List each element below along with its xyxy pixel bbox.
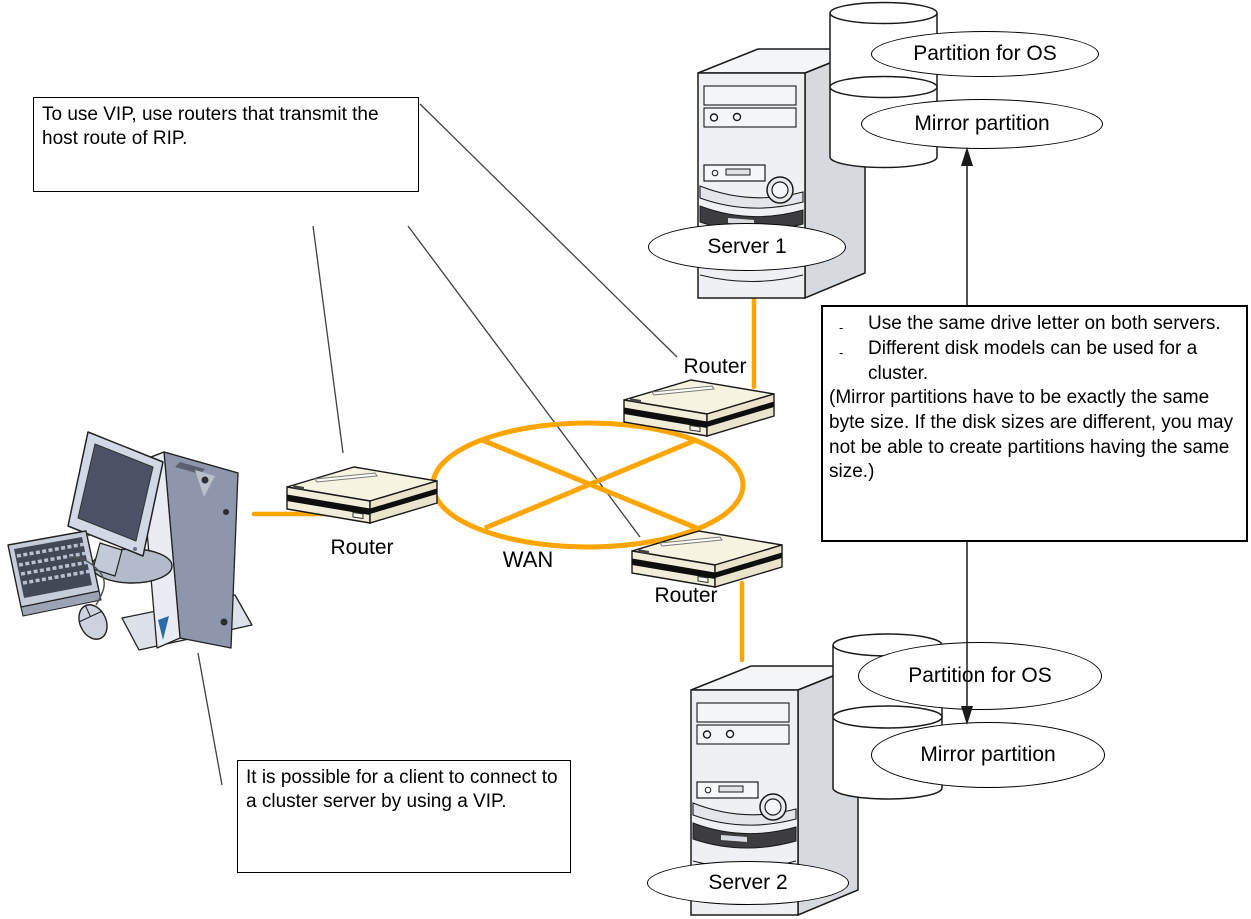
leader-lines xyxy=(197,103,678,786)
router-top-label: Router xyxy=(683,355,747,378)
wan-label: WAN xyxy=(502,547,554,572)
server2-ellipse: Server 2 xyxy=(647,861,849,905)
partition-os-bottom-label: Partition for OS xyxy=(908,664,1052,687)
client-vip-note-text: It is possible for a client to connect t… xyxy=(246,767,558,813)
leader-vip-to-left-router xyxy=(312,225,344,454)
mirror-note-bullet-2: - Different disk models can be used for … xyxy=(829,337,1240,386)
mirror-partition-top-label: Mirror partition xyxy=(914,112,1050,135)
client-keyboard xyxy=(7,530,102,617)
wan-cross-line-2 xyxy=(484,437,697,531)
router-bottom-label: Router xyxy=(654,584,718,607)
partition-os-top-ellipse: Partition for OS xyxy=(871,31,1099,77)
vip-router-note-text: To use VIP, use routers that transmit th… xyxy=(42,104,379,150)
mirror-partition-top-ellipse: Mirror partition xyxy=(861,99,1103,149)
mirror-note-paren-text: (Mirror partitions have to be exactly th… xyxy=(829,387,1234,483)
mirror-note-bullet-1-text: Use the same drive letter on both server… xyxy=(868,313,1221,334)
mirror-note-bullet-1: - Use the same drive letter on both serv… xyxy=(829,312,1240,337)
mirror-partition-bottom-label: Mirror partition xyxy=(920,743,1056,766)
partition-os-bottom-ellipse: Partition for OS xyxy=(858,642,1102,710)
client-vip-note-box: It is possible for a client to connect t… xyxy=(237,760,571,873)
leader-vip-to-top-router xyxy=(419,103,678,358)
bullet-dash-2: - xyxy=(839,344,844,360)
partition-os-top-label: Partition for OS xyxy=(913,42,1057,65)
disk2-divider xyxy=(832,705,943,729)
bullet-dash-1: - xyxy=(839,320,844,335)
leader-client-note xyxy=(197,652,223,786)
wan-network xyxy=(430,420,746,550)
mirror-note-bullet-2-text: Different disk models can be used for a … xyxy=(868,337,1198,384)
client-mouse xyxy=(69,556,108,640)
mirror-partition-bottom-ellipse: Mirror partition xyxy=(871,722,1105,788)
disk1-divider xyxy=(829,75,938,99)
disk1-top xyxy=(829,1,938,25)
server1-ellipse: Server 1 xyxy=(648,223,846,271)
server1-label: Server 1 xyxy=(707,235,787,258)
leader-vip-to-bottom-router xyxy=(407,225,641,538)
server2-label: Server 2 xyxy=(708,871,788,894)
router-left-label: Router xyxy=(330,536,394,559)
client-computer xyxy=(7,431,253,651)
vip-router-note-box: To use VIP, use routers that transmit th… xyxy=(33,97,419,192)
mirror-note-box: - Use the same drive letter on both serv… xyxy=(821,305,1248,542)
client-monitor xyxy=(67,431,173,584)
